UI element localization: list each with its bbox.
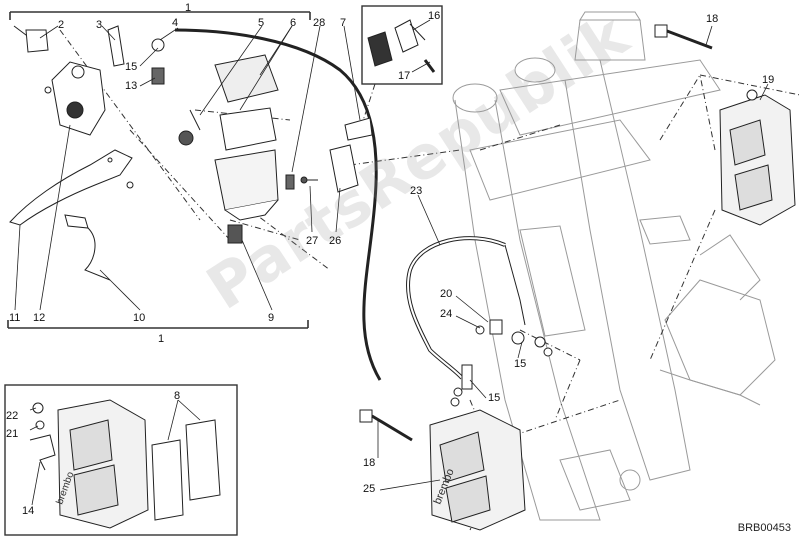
front-fork-assembly (452, 11, 776, 521)
callout-1-top: 1 (185, 2, 192, 14)
callout-17: 17 (398, 70, 411, 82)
callout-12: 12 (33, 312, 46, 324)
callout-15-b: 15 (514, 358, 527, 370)
callout-19: 19 (762, 74, 775, 86)
callout-18-top: 18 (706, 13, 719, 25)
callout-28: 28 (313, 17, 326, 29)
banjo-fittings (450, 319, 553, 407)
callout-27: 27 (306, 235, 319, 247)
group-outlines (4, 5, 799, 536)
callout-3: 3 (96, 19, 103, 31)
leader-lines (14, 19, 769, 506)
callout-7: 7 (340, 17, 347, 29)
callout-15-c: 15 (488, 392, 501, 404)
drawing-code: BRB00453 (737, 522, 791, 534)
callout-8: 8 (174, 390, 181, 402)
inset-caliper-pads: brembo (29, 399, 221, 529)
callout-10: 10 (133, 312, 146, 324)
callout-4: 4 (172, 17, 179, 29)
callout-22: 22 (6, 410, 19, 422)
callout-2: 2 (58, 19, 65, 31)
callout-1-bottom: 1 (158, 333, 165, 345)
callout-9: 9 (268, 312, 275, 324)
callout-24: 24 (440, 308, 453, 320)
callout-15-a: 15 (125, 61, 138, 73)
callout-11: 11 (9, 312, 21, 324)
front-brake-hose (406, 236, 526, 380)
inset-top-parts (367, 19, 436, 73)
bolt-18-top (654, 24, 713, 50)
caliper-right (719, 89, 796, 226)
callout-14: 14 (22, 505, 35, 517)
callout-16: 16 (428, 10, 441, 22)
callout-25: 25 (363, 483, 376, 495)
bolt-18-bottom (359, 409, 413, 442)
callout-23: 23 (410, 185, 423, 197)
callout-13: 13 (125, 80, 138, 92)
callout-6: 6 (290, 17, 297, 29)
callout-21: 21 (6, 428, 19, 440)
caliper-left: brembo (429, 409, 526, 531)
callout-20: 20 (440, 288, 453, 300)
callout-26: 26 (329, 235, 342, 247)
callout-18-bottom: 18 (363, 457, 376, 469)
clutch-master-cylinder (9, 25, 382, 381)
callout-5: 5 (258, 17, 265, 29)
